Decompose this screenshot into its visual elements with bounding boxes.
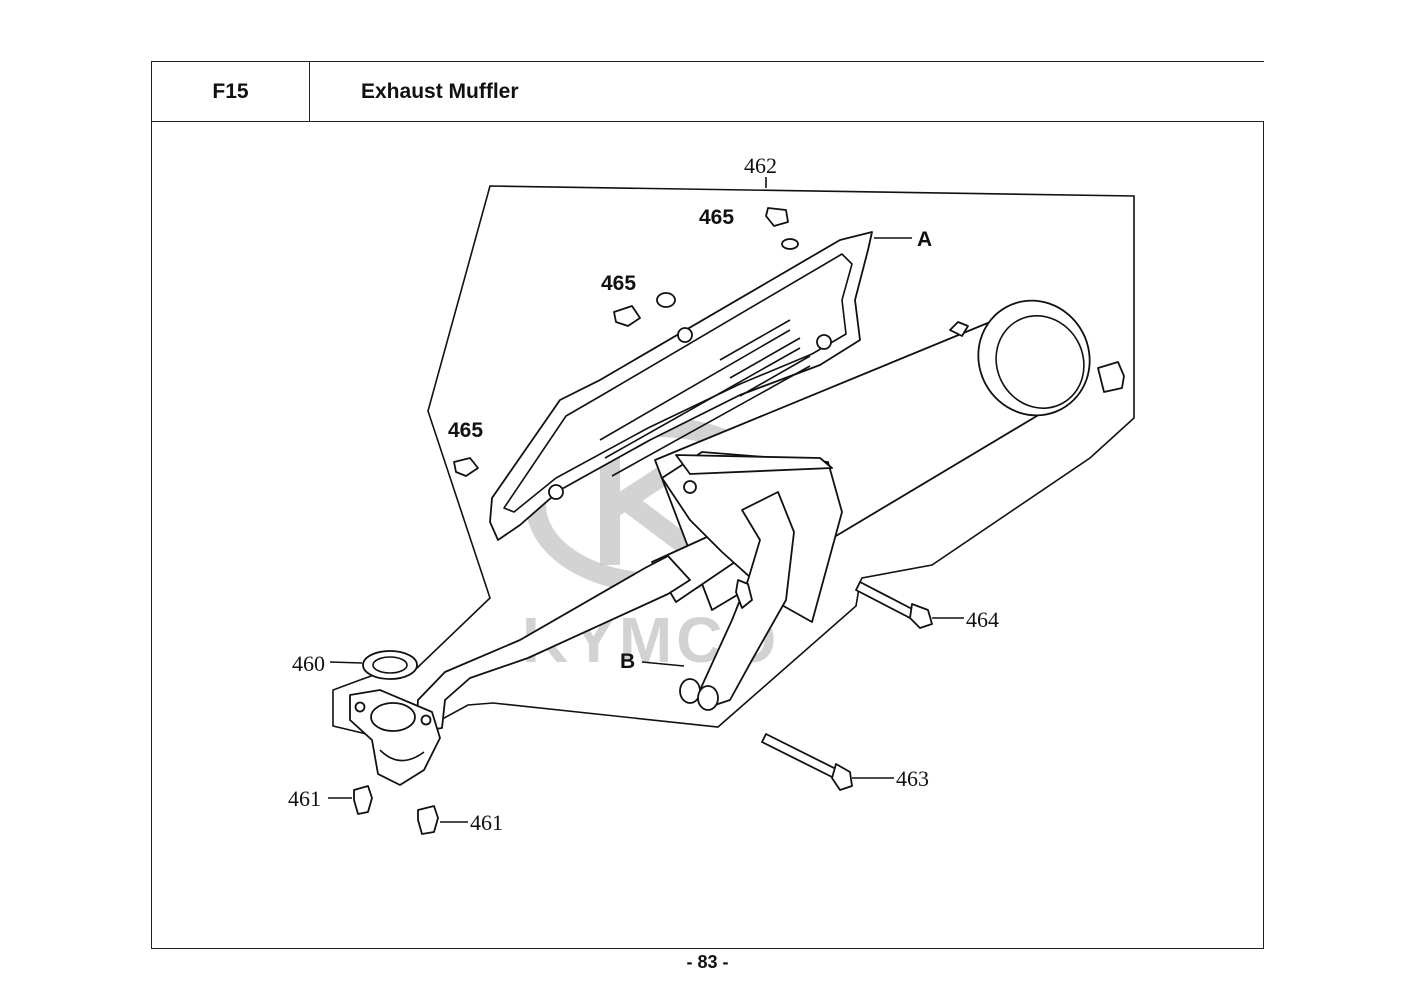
bolt-463-shank	[761, 733, 839, 779]
tail-pipe	[1097, 361, 1125, 393]
nut-461-2	[417, 805, 439, 835]
diagram-frame	[151, 121, 1264, 949]
exhaust-pipe	[349, 555, 691, 786]
end-cap-rim	[995, 315, 1085, 409]
label-465-left: 465	[448, 419, 483, 442]
flange-hole-1	[354, 701, 366, 713]
shield-mount-hole-3	[816, 334, 832, 350]
label-462: 462	[744, 153, 777, 178]
heat-shield-inner-edge	[503, 253, 853, 513]
bracket-top-hole	[683, 480, 697, 494]
washer-465-2	[656, 292, 676, 308]
label-465-mid: 465	[601, 272, 636, 295]
bracket-top	[675, 454, 833, 475]
label-A: A	[917, 228, 932, 251]
section-title: Exhaust Muffler	[309, 61, 1264, 122]
label-B: B	[620, 650, 635, 673]
bolt-463-head	[831, 763, 853, 791]
front-pipe	[415, 555, 691, 733]
gasket-460-inner	[372, 656, 408, 674]
bolt-464-head	[909, 603, 933, 629]
screw-465-1	[765, 207, 789, 227]
hanger-eye-2	[697, 685, 719, 711]
heat-shield-plate	[489, 231, 873, 541]
shield-mount-hole-1	[548, 484, 564, 500]
bolt-464-shank	[855, 581, 915, 619]
leader-B	[641, 661, 685, 667]
hanger-eye-1	[679, 678, 701, 704]
canister-stud	[949, 321, 969, 337]
label-463: 463	[896, 766, 929, 791]
screw-465-3	[453, 457, 479, 477]
pipe-bend	[379, 749, 425, 762]
label-461-right: 461	[470, 810, 503, 835]
washer-465-1	[781, 238, 799, 250]
screw-465-2	[613, 305, 641, 327]
leader-460	[329, 661, 363, 664]
label-465-top: 465	[699, 206, 734, 229]
bracket-housing	[661, 451, 843, 623]
shield-mount-hole-2	[677, 327, 693, 343]
muffler-body	[651, 299, 1125, 711]
label-461-left: 461	[288, 786, 321, 811]
heat-shield	[489, 231, 873, 541]
label-460: 460	[292, 651, 325, 676]
gasket-460	[362, 650, 418, 680]
page-number: - 83 -	[686, 952, 729, 972]
nut-461-1	[353, 785, 373, 815]
bracket-slot	[735, 579, 753, 609]
flange-port	[370, 702, 416, 732]
flange-hole-2	[420, 714, 432, 726]
label-464: 464	[966, 607, 999, 632]
heat-shield-louvers	[599, 319, 811, 477]
